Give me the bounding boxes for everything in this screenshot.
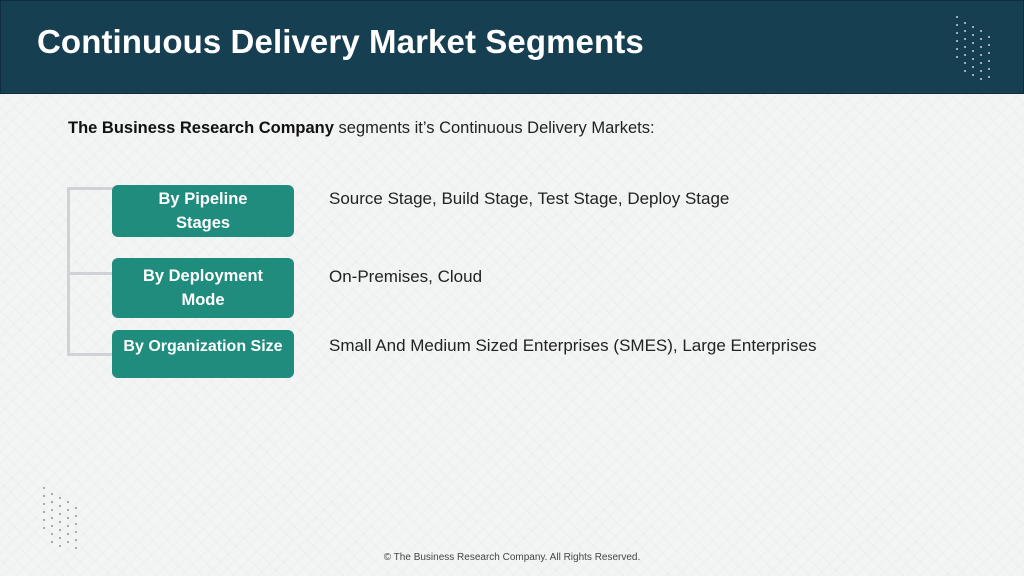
- intro-description: segments it’s Continuous Delivery Market…: [333, 119, 655, 137]
- segment-pipeline-stages[interactable]: By Pipeline Stages: [112, 185, 294, 237]
- segment-organization-size[interactable]: By Organization Size: [112, 330, 294, 378]
- segment-values-pipeline-stages: Source Stage, Build Stage, Test Stage, D…: [329, 189, 730, 208]
- segment-deployment-mode[interactable]: By Deployment Mode: [112, 258, 294, 318]
- company-name: The Business Research Company: [68, 119, 334, 137]
- tree-branch-connector: [67, 272, 113, 275]
- segment-values-organization-size: Small And Medium Sized Enterprises (SMES…: [329, 336, 817, 355]
- page-title: Continuous Delivery Market Segments: [37, 23, 644, 60]
- footer-copyright: © The Business Research Company. All Rig…: [383, 552, 641, 563]
- intro-text: The Business Research Company segments i…: [68, 119, 655, 138]
- dot-pattern-icon: [956, 16, 990, 80]
- title-bar: Continuous Delivery Market Segments: [0, 0, 1024, 94]
- tree-branch-connector: [67, 187, 113, 190]
- dot-pattern-icon: [43, 487, 77, 549]
- segment-values-deployment-mode: On-Premises, Cloud: [329, 267, 483, 286]
- tree-branch-connector: [67, 353, 113, 356]
